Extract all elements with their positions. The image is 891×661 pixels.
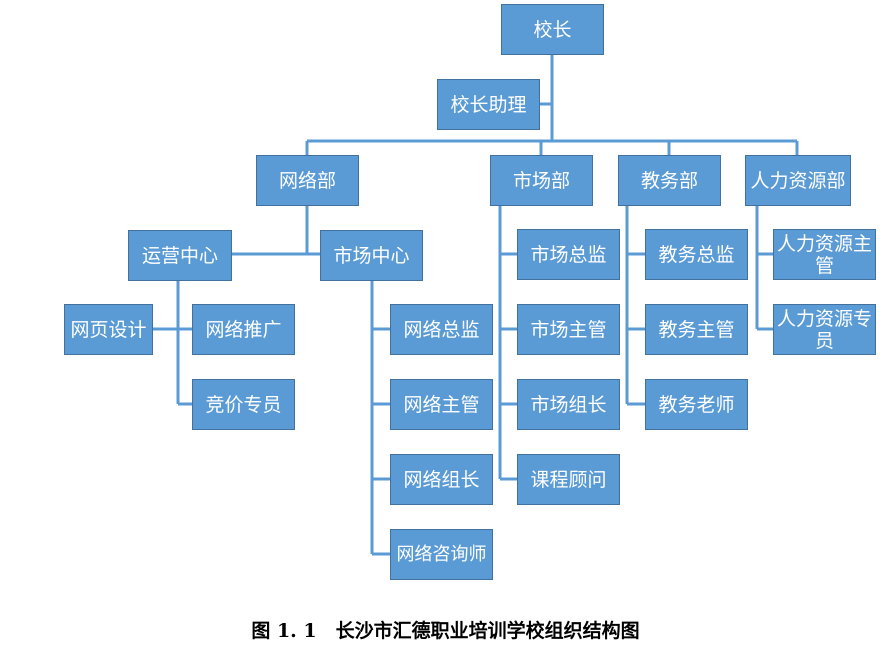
- node-principal-label: 校长: [533, 18, 572, 41]
- node-net-consultant: 网络咨询师: [390, 529, 493, 580]
- node-market-center-label: 市场中心: [333, 244, 410, 267]
- node-hr-manager: 人力资源主管: [773, 229, 876, 280]
- node-hr-manager-label: 人力资源主管: [776, 232, 872, 277]
- node-edu-teacher: 教务老师: [645, 379, 748, 430]
- node-mkt-manager: 市场主管: [517, 304, 620, 355]
- node-web-design: 网页设计: [64, 304, 153, 355]
- node-market-dept-label: 市场部: [512, 169, 570, 192]
- node-mkt-leader-label: 市场组长: [530, 393, 607, 416]
- node-mkt-director: 市场总监: [517, 229, 620, 280]
- connector-edu-dept-children: [625, 205, 645, 406]
- node-network-dept-label: 网络部: [278, 169, 336, 192]
- node-edu-teacher-label: 教务老师: [658, 393, 735, 416]
- node-hr-dept: 人力资源部: [745, 155, 851, 206]
- node-assistant: 校长助理: [437, 79, 540, 130]
- node-mkt-leader: 市场组长: [517, 379, 620, 430]
- node-edu-manager: 教务主管: [645, 304, 748, 355]
- node-mkt-director-label: 市场总监: [530, 243, 607, 266]
- node-net-promo-label: 网络推广: [205, 318, 282, 341]
- node-hr-specialist-label: 人力资源专员: [776, 307, 872, 352]
- node-network-dept: 网络部: [256, 155, 359, 206]
- node-hr-specialist: 人力资源专员: [773, 304, 876, 355]
- node-bidding-label: 竞价专员: [205, 393, 282, 416]
- node-net-manager: 网络主管: [390, 379, 493, 430]
- node-edu-director: 教务总监: [645, 229, 748, 280]
- connector-network-centers: [232, 205, 320, 256]
- node-web-design-label: 网页设计: [70, 318, 147, 341]
- node-hr-dept-label: 人力资源部: [750, 169, 846, 192]
- connector-market-center-children: [370, 281, 390, 556]
- node-edu-manager-label: 教务主管: [658, 318, 735, 341]
- node-course-advisor: 课程顾问: [517, 454, 620, 505]
- node-edu-director-label: 教务总监: [658, 243, 735, 266]
- node-net-director-label: 网络总监: [403, 318, 480, 341]
- connector-hr-dept-children: [755, 205, 773, 331]
- node-bidding: 竞价专员: [192, 379, 295, 430]
- node-assistant-label: 校长助理: [450, 93, 527, 116]
- connector-ops-children: [153, 281, 192, 406]
- node-net-director: 网络总监: [390, 304, 493, 355]
- node-net-leader-label: 网络组长: [403, 468, 480, 491]
- node-market-center: 市场中心: [320, 230, 423, 281]
- node-ops-center: 运营中心: [128, 230, 232, 281]
- node-mkt-manager-label: 市场主管: [530, 318, 607, 341]
- node-net-leader: 网络组长: [390, 454, 493, 505]
- connector-market-dept-children: [498, 205, 517, 481]
- node-net-consultant-label: 网络咨询师: [396, 543, 487, 565]
- node-principal: 校长: [501, 4, 604, 55]
- node-edu-dept-label: 教务部: [640, 169, 698, 192]
- node-net-promo: 网络推广: [192, 304, 295, 355]
- node-ops-center-label: 运营中心: [141, 244, 218, 267]
- node-net-manager-label: 网络主管: [403, 393, 480, 416]
- node-course-advisor-label: 课程顾问: [530, 468, 607, 491]
- figure-caption: 图 1. 1 长沙市汇德职业培训学校组织结构图: [251, 620, 640, 642]
- node-market-dept: 市场部: [490, 155, 593, 206]
- node-edu-dept: 教务部: [618, 155, 721, 206]
